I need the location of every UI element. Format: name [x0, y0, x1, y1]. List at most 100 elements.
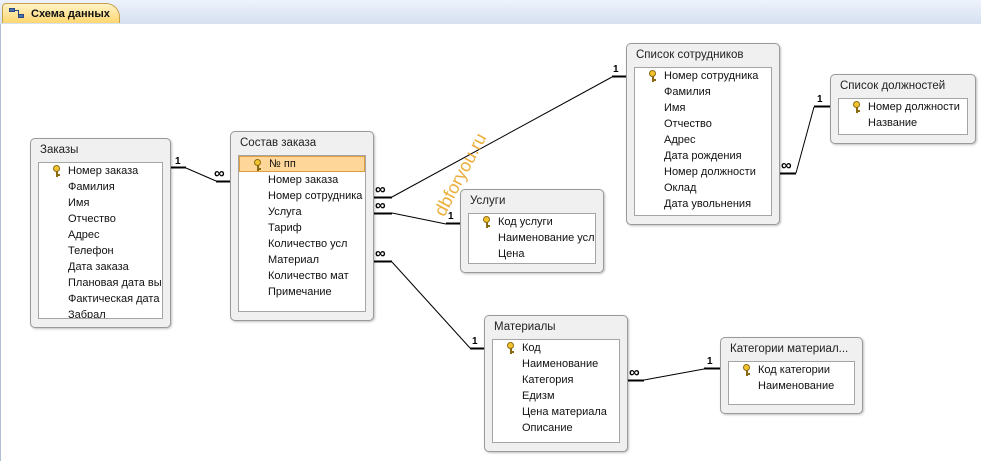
- field-name: Количество усл: [268, 238, 348, 250]
- field-name: Код категории: [758, 364, 831, 376]
- field-name: Номер должности: [868, 101, 960, 113]
- cardinality-many: ∞: [214, 165, 225, 182]
- field-name: Забрал: [68, 309, 106, 319]
- field-row[interactable]: Плановая дата вы: [39, 275, 162, 291]
- field-row[interactable]: Телефон: [39, 243, 162, 259]
- field-name: Название: [868, 117, 918, 129]
- field-row[interactable]: Едизм: [493, 388, 619, 404]
- primary-key-field[interactable]: Код категории: [729, 362, 854, 378]
- table-title[interactable]: Материалы: [494, 321, 556, 333]
- field-name: Едизм: [522, 390, 555, 402]
- primary-key-field[interactable]: Код услуги: [469, 214, 595, 230]
- field-name: Наименование: [758, 380, 835, 392]
- tab-label: Схема данных: [31, 7, 110, 20]
- field-row[interactable]: Цена материала: [493, 404, 619, 420]
- cardinality-one: 1: [613, 64, 619, 75]
- cardinality-one: 1: [472, 336, 478, 347]
- field-row[interactable]: Отчество: [635, 116, 771, 132]
- field-row[interactable]: Количество усл: [239, 236, 365, 252]
- field-name: Адрес: [664, 134, 696, 146]
- field-row[interactable]: Примечание: [239, 284, 365, 300]
- field-name: Номер заказа: [268, 174, 339, 186]
- field-name: Код услуги: [498, 216, 553, 228]
- primary-key-field[interactable]: Код: [493, 340, 619, 356]
- relationships-icon: [9, 7, 25, 20]
- field-row[interactable]: Материал: [239, 252, 365, 268]
- primary-key-icon: [254, 159, 261, 171]
- table-title[interactable]: Заказы: [40, 144, 79, 156]
- field-row[interactable]: Адрес: [39, 227, 162, 243]
- field-name: Фамилия: [664, 86, 711, 98]
- primary-key-field[interactable]: Номер заказа: [39, 163, 162, 179]
- field-row[interactable]: Наименование усл: [469, 230, 595, 246]
- primary-key-icon: [649, 70, 656, 82]
- field-row[interactable]: Цена: [469, 246, 595, 262]
- field-name: Номер сотрудника: [664, 70, 759, 82]
- cardinality-many: ∞: [781, 157, 792, 174]
- field-row[interactable]: Дата увольнения: [635, 196, 771, 212]
- cardinality-one: 1: [448, 211, 454, 222]
- primary-key-field[interactable]: Номер должности: [839, 99, 967, 115]
- field-row[interactable]: Забрал: [39, 307, 162, 319]
- field-name: № пп: [269, 158, 296, 170]
- field-name: Номер сотрудника: [268, 190, 363, 202]
- field-row[interactable]: Количество мат: [239, 268, 365, 284]
- field-row[interactable]: Оклад: [635, 180, 771, 196]
- field-row[interactable]: Номер сотрудника: [239, 188, 365, 204]
- primary-key-field[interactable]: № пп: [239, 156, 365, 172]
- primary-key-icon: [743, 364, 750, 376]
- table-title[interactable]: Список должностей: [840, 80, 946, 92]
- field-row[interactable]: Фактическая дата: [39, 291, 162, 307]
- field-name: Оклад: [664, 182, 697, 194]
- field-row[interactable]: Услуга: [239, 204, 365, 220]
- field-name: Телефон: [68, 245, 114, 257]
- field-row[interactable]: Описание: [493, 420, 619, 436]
- field-row[interactable]: Номер должности: [635, 164, 771, 180]
- field-row[interactable]: Фамилия: [635, 84, 771, 100]
- field-row[interactable]: Тариф: [239, 220, 365, 236]
- table-title[interactable]: Категории материал...: [730, 343, 849, 355]
- field-row[interactable]: Имя: [635, 100, 771, 116]
- field-name: Фактическая дата: [68, 293, 160, 305]
- field-row[interactable]: Номер заказа: [239, 172, 365, 188]
- table-title[interactable]: Состав заказа: [240, 137, 317, 149]
- tab-relationships[interactable]: Схема данных: [2, 3, 120, 23]
- field-name: Фамилия: [68, 181, 115, 193]
- field-name: Плановая дата вы: [68, 277, 162, 289]
- field-row[interactable]: Наименование: [493, 356, 619, 372]
- field-name: Количество мат: [268, 270, 349, 282]
- field-row[interactable]: Категория: [493, 372, 619, 388]
- primary-key-field[interactable]: Номер сотрудника: [635, 68, 771, 84]
- field-row[interactable]: Фамилия: [39, 179, 162, 195]
- field-name: Цена: [498, 248, 525, 260]
- field-name: Код: [522, 342, 541, 354]
- table-title[interactable]: Услуги: [470, 195, 506, 207]
- field-row[interactable]: Дата рождения: [635, 148, 771, 164]
- cardinality-many: ∞: [375, 197, 386, 214]
- field-row[interactable]: Дата заказа: [39, 259, 162, 275]
- field-row[interactable]: Адрес: [635, 132, 771, 148]
- field-row[interactable]: Наименование: [729, 378, 854, 394]
- field-row[interactable]: Отчество: [39, 211, 162, 227]
- table-title[interactable]: Список сотрудников: [636, 49, 744, 61]
- field-name: Адрес: [68, 229, 100, 241]
- field-row[interactable]: Название: [839, 115, 967, 131]
- cardinality-many: ∞: [375, 181, 386, 198]
- field-row[interactable]: Имя: [39, 195, 162, 211]
- field-name: Наименование усл: [498, 232, 595, 244]
- field-name: Описание: [522, 422, 573, 434]
